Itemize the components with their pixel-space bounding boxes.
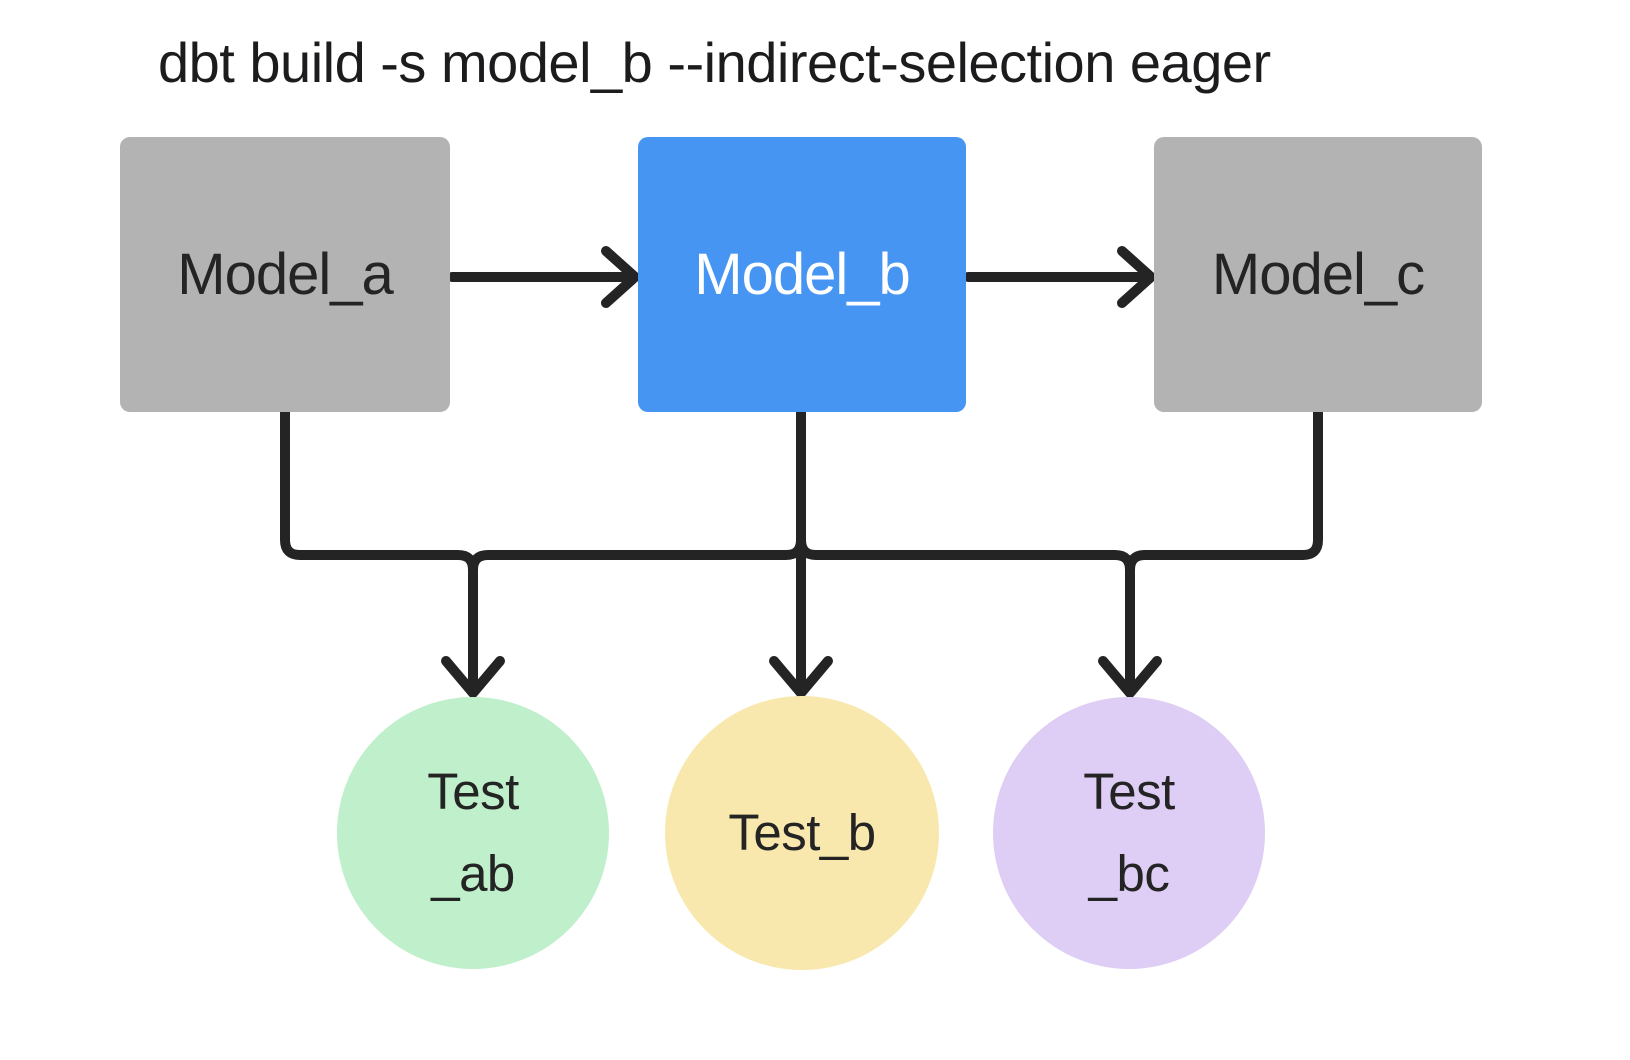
node-model-b-label: Model_b bbox=[694, 242, 910, 307]
node-model-a: Model_a bbox=[120, 137, 450, 412]
edge-model-b-to-model-c-arrowhead bbox=[1117, 246, 1156, 308]
edge-test-bc-arrowhead bbox=[1098, 656, 1162, 698]
node-model-b: Model_b bbox=[638, 137, 966, 412]
node-test-b-label: Test_b bbox=[728, 804, 876, 861]
edge-model-b-to-test-ab bbox=[468, 535, 806, 695]
node-test-ab: Test _ab bbox=[337, 697, 609, 969]
node-model-c: Model_c bbox=[1154, 137, 1482, 412]
node-model-c-label: Model_c bbox=[1211, 242, 1425, 307]
edge-model-c-to-test-bc bbox=[1125, 407, 1323, 695]
edge-model-b-to-test-bc bbox=[796, 535, 1135, 695]
node-test-bc: Test _bc bbox=[993, 697, 1265, 969]
node-model-a-label: Model_a bbox=[177, 242, 393, 307]
edge-model-a-to-model-b-arrowhead bbox=[601, 246, 640, 308]
command-title: dbt build -s model_b --indirect-selectio… bbox=[158, 31, 1271, 94]
node-test-ab-label-line1: Test bbox=[427, 763, 519, 820]
node-test-bc-label-line1: Test bbox=[1083, 763, 1175, 820]
edge-test-ab-arrowhead bbox=[441, 656, 505, 698]
edge-test-b-arrowhead bbox=[769, 656, 833, 698]
node-test-b: Test_b bbox=[665, 696, 939, 970]
node-test-bc-label-line2: _bc bbox=[1088, 845, 1170, 902]
edge-model-a-to-test-ab bbox=[280, 407, 478, 695]
node-test-ab-label-line2: _ab bbox=[431, 845, 515, 902]
